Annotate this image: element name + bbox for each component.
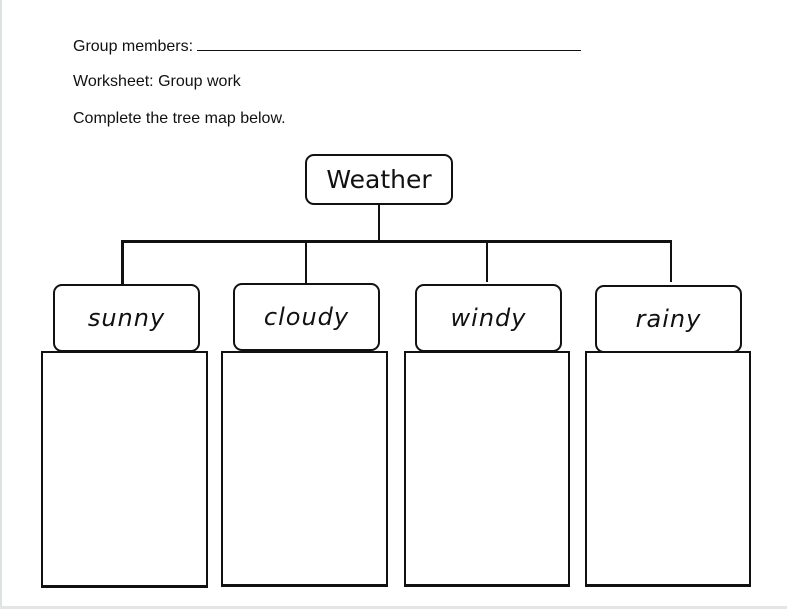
branch-node-cloudy: cloudy xyxy=(233,283,380,351)
branch-node-sunny: sunny xyxy=(53,284,200,352)
root-node-weather: Weather xyxy=(305,154,453,205)
connector-rainy xyxy=(670,242,672,282)
group-members-label: Group members: xyxy=(73,38,194,55)
group-members-blank[interactable] xyxy=(197,36,582,51)
connector-windy xyxy=(486,242,488,282)
branch-node-windy: windy xyxy=(415,284,562,352)
branch-node-rainy: rainy xyxy=(595,285,742,353)
worksheet-title: Worksheet: Group work xyxy=(73,73,241,90)
branch-connector xyxy=(121,240,672,243)
connector-sunny xyxy=(121,242,124,285)
page-bottom-border xyxy=(0,606,787,609)
connector-cloudy xyxy=(305,242,307,283)
root-connector xyxy=(378,203,380,243)
answer-box-windy[interactable] xyxy=(404,351,570,587)
instructions: Complete the tree map below. xyxy=(73,110,286,127)
page-left-border xyxy=(0,0,2,609)
answer-box-sunny[interactable] xyxy=(41,351,208,588)
group-members-line: Group members: xyxy=(73,36,582,56)
answer-box-rainy[interactable] xyxy=(585,351,751,587)
answer-box-cloudy[interactable] xyxy=(221,351,388,587)
